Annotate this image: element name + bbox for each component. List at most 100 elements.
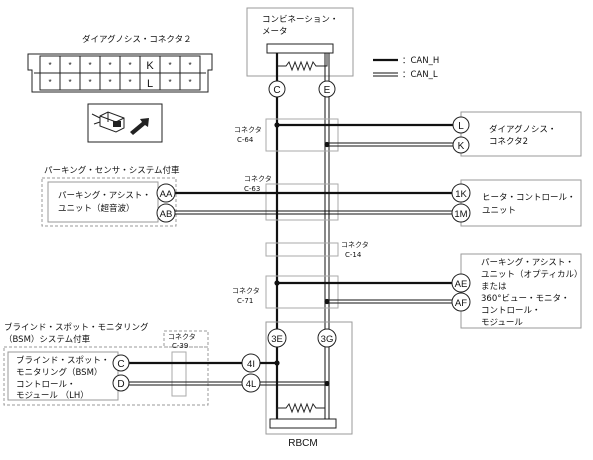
connector-c64: コネクタ C-64 [234,118,339,152]
svg-text:1M: 1M [454,209,467,220]
parking-sensor-group: パーキング・センサ・システム付車 [41,165,180,227]
dlc-bottom-pin: * [188,78,191,87]
svg-text:コントロール・: コントロール・ [16,380,76,390]
svg-text:3G: 3G [321,334,334,345]
heater-control-unit: ヒータ・コントロール・ ユニット [460,179,582,227]
diag-connector-box: ダイアグノシス・ コネクタ2 [460,111,582,157]
svg-text:パーキング・アシスト・: パーキング・アシスト・ [58,190,151,201]
rbcm-pin-4l: 4L [241,373,261,393]
dlc-top-pin: * [168,61,171,70]
svg-text:モジュール: モジュール [481,318,523,328]
can-trunk [275,53,330,330]
dlc-top-pin: * [128,61,131,70]
dlc-top-pin: K [146,60,154,72]
svg-text:K: K [458,141,465,152]
dlc-connector: ダイアグノシス・コネクタ２ * * * * * K * * * * * * * … [27,34,213,93]
svg-text:4L: 4L [246,379,257,390]
dlc-bottom-pin: * [168,78,171,87]
branch-parking-heater [174,191,453,215]
svg-text:コネクタ: コネクタ [341,240,369,249]
heater-pin-1m: 1M [451,203,471,223]
meter-label-line1: コンビネーション・ [262,15,338,25]
rbcm-label: RBCM [288,438,317,449]
svg-text:ブラインド・スポット・モニタリング: ブラインド・スポット・モニタリング [4,322,149,333]
parking-assist-optical: パーキング・アシスト・ ユニット（オプティカル） または 360°ビュー・モニタ… [460,253,583,329]
bsm-group: ブラインド・スポット・モニタリング （BSM）システム付車 [3,322,209,406]
connector-c71: コネクタ C-71 [232,275,339,309]
parking-pin-ab: AB [156,203,176,223]
dlc-bottom-pin: * [108,78,111,87]
svg-text:D: D [117,379,124,390]
dlc-bottom-pin: * [48,78,51,87]
svg-text:ダイアグノシス・: ダイアグノシス・ [489,124,556,135]
svg-text:C-64: C-64 [237,136,254,144]
optical-pin-af: AF [451,292,471,312]
connector-c39: コネクタ C-39 [163,330,209,397]
svg-text:AF: AF [455,298,467,309]
svg-text:モニタリング（BSM）: モニタリング（BSM） [16,367,102,378]
dlc-top-pin: * [108,61,111,70]
svg-text:ブラインド・スポット・: ブラインド・スポット・ [16,355,110,366]
rbcm-pin-4i: 4I [241,353,261,373]
resistor-icon [276,402,325,419]
rbcm-pin-3g: 3G [317,328,337,348]
svg-text:AA: AA [160,189,173,200]
dlc-bottom-pin: * [128,78,131,87]
svg-text:または: または [481,282,507,292]
dlc-bottom-pin: L [147,78,153,90]
branch-diag-connector [274,122,453,148]
resistor-icon [276,53,328,72]
svg-text:C-39: C-39 [172,342,188,350]
branch-parking-optical [274,280,453,305]
svg-text:AB: AB [160,209,173,220]
connector-c14: コネクタ C-14 [265,240,369,259]
svg-text:モジュール （LH）: モジュール （LH） [16,390,89,401]
svg-text:L: L [458,121,464,132]
svg-text:C-71: C-71 [237,297,253,305]
meter-label-line2: メータ [262,27,288,37]
meter-pin-c: C [268,80,286,98]
legend-can-h: ：CAN_H [402,56,439,66]
svg-text:4I: 4I [247,359,255,370]
svg-text:C: C [273,85,280,96]
svg-text:E: E [324,85,331,96]
meter-pin-e: E [318,80,336,98]
branch-bsm [128,361,242,386]
parking-assist-ultrasonic: パーキング・アシスト・ ユニット（超音波） [47,181,159,223]
svg-text:コネクタ: コネクタ [234,125,262,134]
bsm-control-module: ブラインド・スポット・ モニタリング（BSM） コントロール・ モジュール （L… [7,351,119,401]
dlc-title: ダイアグノシス・コネクタ２ [82,34,192,45]
svg-text:コントロール・: コントロール・ [481,306,541,316]
svg-text:パーキング・アシスト・: パーキング・アシスト・ [481,257,574,268]
dlc-top-pin: * [48,61,51,70]
rbcm-module: RBCM [258,321,353,449]
connector-location-illustration [87,103,163,143]
svg-text:パーキング・センサ・システム付車: パーキング・センサ・システム付車 [44,165,180,176]
svg-text:1K: 1K [455,189,467,200]
arrow-icon [130,118,149,135]
diag-pin-k: K [452,136,470,154]
svg-text:ユニット（超音波）: ユニット（超音波） [58,203,135,214]
dlc-pin-grid [34,55,206,91]
dlc-top-pin: * [68,61,71,70]
connector-c63: コネクタ C-63 [244,174,339,221]
combination-meter: コンビネーション・ メータ [246,7,354,77]
dlc-top-pin: * [88,61,91,70]
rbcm-pin-3e: 3E [267,328,287,348]
meter-terminal-block [266,43,334,54]
svg-text:（BSM）システム付車: （BSM）システム付車 [4,334,91,345]
dlc-bottom-pin: * [88,78,91,87]
svg-text:コネクタ: コネクタ [244,174,272,183]
bsm-pin-d: D [112,374,130,392]
bsm-pin-c: C [112,354,130,372]
svg-text:AE: AE [455,279,468,290]
parking-pin-aa: AA [156,183,176,203]
diag-pin-l: L [452,116,470,134]
svg-text:ユニット（オプティカル）: ユニット（オプティカル） [481,269,583,280]
optical-pin-ae: AE [451,273,471,293]
svg-text:C-14: C-14 [345,251,362,259]
heater-pin-1k: 1K [451,183,471,203]
legend: ：CAN_H ：CAN_L [373,56,439,80]
dlc-top-pin: * [188,61,191,70]
